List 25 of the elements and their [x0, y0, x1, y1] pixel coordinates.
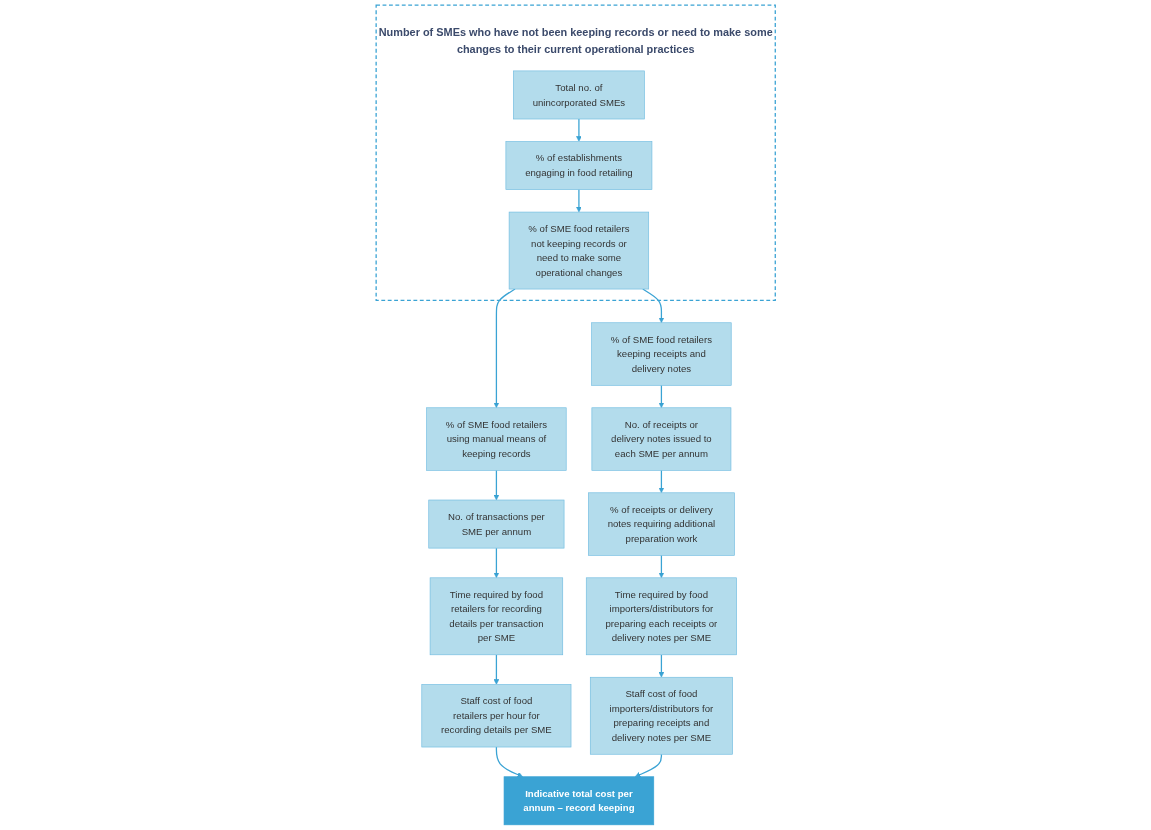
node-box: No. of transactions per SME per annum [428, 499, 565, 549]
node-box: % of receipts or delivery notes requiring additional preparation work [587, 492, 735, 556]
node-box: % of SME food retailers using manual means of keeping records [426, 407, 567, 471]
arrow [493, 288, 516, 409]
node-box: Total no. of unincorporated SMEs [512, 70, 645, 120]
node-box: Time required by food importers/distributors for preparing each receipts or delivery notes per SME [585, 577, 737, 656]
arrow [634, 753, 662, 778]
arrow [493, 469, 500, 501]
node-box: Indicative total cost per annum – record keeping [503, 776, 654, 826]
node-box: No. of receipts or delivery notes issued to each SME per annum [591, 407, 732, 471]
arrow [658, 654, 665, 678]
arrow [493, 547, 500, 579]
arrow [575, 189, 582, 213]
node-box: Staff cost of food retailers per hour for recording details per SME [421, 684, 572, 748]
node-box: Staff cost of food importers/distributors for preparing receipts and delivery notes per SME [589, 676, 733, 755]
node-box: Time required by food retailers for recording details per transaction per SME [429, 577, 563, 656]
node-box: % of establishments engaging in food retailing [505, 141, 653, 190]
arrow [493, 654, 500, 685]
arrow [575, 118, 582, 142]
arrow [495, 746, 523, 778]
arrow [658, 384, 665, 409]
node-box: % of SME food retailers keeping receipts and delivery notes [591, 322, 732, 386]
arrow [658, 554, 665, 579]
arrow [658, 469, 665, 494]
node-box: % of SME food retailers not keeping records or need to make some operational changes [508, 211, 649, 290]
